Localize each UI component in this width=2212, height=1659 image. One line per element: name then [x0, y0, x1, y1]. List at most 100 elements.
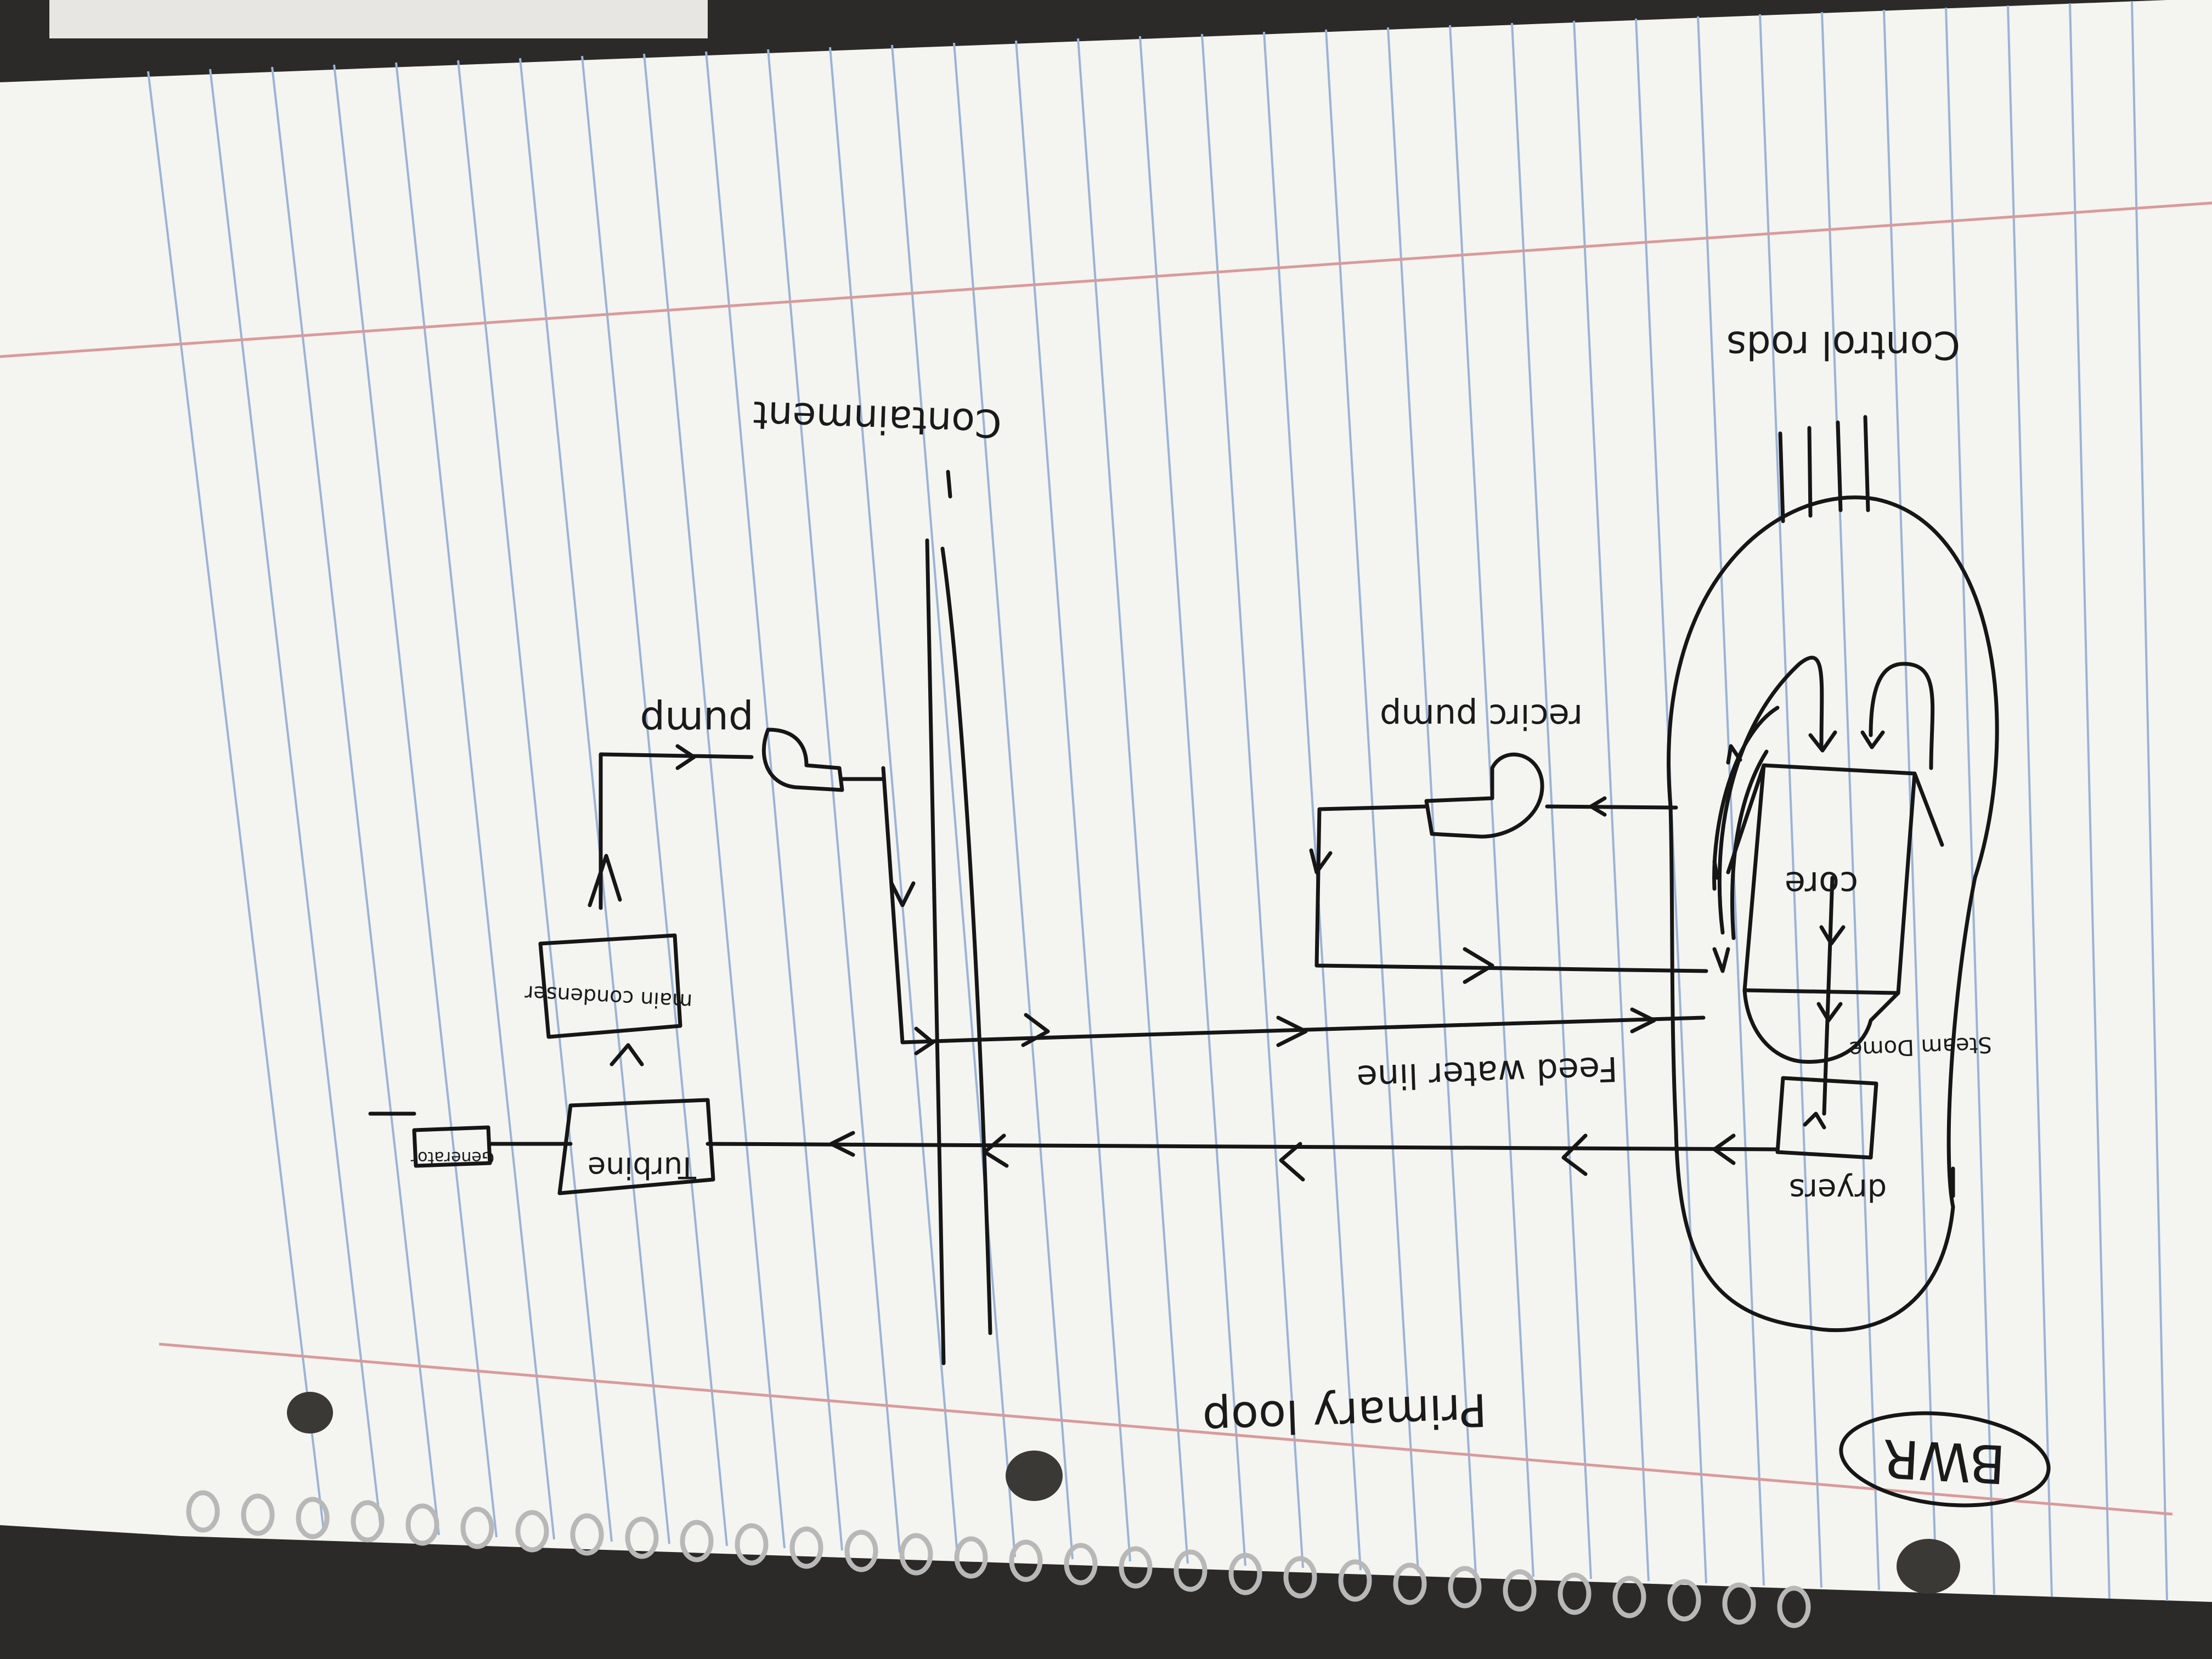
label-pump: pump: [640, 698, 753, 744]
steam-arrow-3: [1279, 1142, 1305, 1182]
control-rods-text: Control rods: [1726, 323, 1960, 368]
core-flow-arrow: [1819, 925, 1846, 946]
ruled-line: [1759, 14, 1822, 1588]
spiral-coil: [1722, 1582, 1756, 1625]
label-core: core: [1785, 864, 1858, 904]
ruled-line: [1077, 38, 1189, 1564]
spiral-coil: [844, 1530, 878, 1572]
spiral-coil: [1283, 1556, 1317, 1599]
title-badge: BWR: [1839, 1411, 2051, 1508]
condensate-line: [599, 752, 754, 910]
ruled-line: [2131, 1, 2168, 1601]
spiral-coil: [1777, 1585, 1811, 1628]
recirc-loop-arrow-1: [1309, 848, 1333, 874]
ruled-line: [1015, 40, 1131, 1562]
ruled-line: [1697, 16, 1765, 1586]
spiral-coil: [296, 1497, 330, 1539]
generator-text: Generator: [410, 1148, 494, 1167]
vessel-arrow-1: [1808, 730, 1837, 753]
condensate-arrow-1: [588, 854, 622, 907]
turbine-exhaust-arrow: [610, 1043, 644, 1066]
label-steam-dome: Steam Dome: [1848, 1031, 1992, 1062]
spiral-coil: [899, 1533, 933, 1576]
spiral-coil: [1064, 1543, 1098, 1585]
label-recirc-pump: recirc pump: [1380, 697, 1583, 737]
recirc-pump-outlet-line: [1545, 804, 1678, 810]
spiral-coil: [515, 1510, 549, 1553]
spiral-coil: [1612, 1576, 1646, 1618]
containment-tick: [946, 470, 952, 499]
recirc-flow-inner: [1730, 749, 1769, 940]
core-skirt-right: [1912, 771, 1944, 847]
reactor-vessel: [1667, 495, 1999, 1333]
recirc-loop-arrow-2: [1463, 947, 1494, 984]
ruled-line: [643, 53, 786, 1549]
label-dryers: dryers: [1789, 1172, 1887, 1207]
ruled-line: [395, 62, 555, 1540]
dryers-box: [1775, 1076, 1878, 1160]
hole: [287, 1392, 333, 1434]
feedwater-line-text: Feed water line: [1356, 1049, 1618, 1098]
turbine-box: [557, 1098, 715, 1195]
dome-flow-arrow: [1816, 1002, 1843, 1023]
ruled-lines: [147, 1, 2168, 1601]
hole: [1897, 1539, 1960, 1594]
ruled-line: [1325, 29, 1419, 1573]
core-text: core: [1785, 864, 1858, 904]
steam-arrow-1: [1712, 1133, 1736, 1165]
ruled-line: [1945, 7, 1995, 1595]
spiral-coil: [1338, 1559, 1372, 1602]
punched-holes: [287, 1392, 1960, 1594]
ruled-line: [953, 42, 1074, 1560]
dryers-text: dryers: [1789, 1172, 1887, 1207]
margin-line-top: [0, 201, 2212, 358]
spiral-coil: [1558, 1572, 1592, 1615]
fw-arrow-2: [914, 1026, 935, 1056]
primary-loop-text: Primary loop: [1201, 1383, 1487, 1445]
steam-arrow-5: [829, 1131, 855, 1157]
vessel-arrow-3: [1712, 859, 1719, 880]
spiral-coil: [954, 1536, 988, 1579]
ruled-line: [1263, 31, 1362, 1571]
ruled-line: [2069, 3, 2111, 1599]
ruled-line: [2007, 5, 2053, 1597]
fw-arrow-5: [1630, 1007, 1656, 1034]
ruled-line: [519, 58, 670, 1544]
feedwater-line: [881, 766, 1706, 1045]
spiral-coil: [1173, 1549, 1207, 1592]
recirc-loop-line: [1314, 804, 1708, 973]
vessel-arrow-2: [1860, 730, 1885, 749]
spiral-coil: [625, 1516, 659, 1559]
label-feedwater-line: Feed water line: [1356, 1049, 1618, 1098]
containment-text: Containment: [752, 392, 1002, 446]
fw-arrow-3: [1021, 1013, 1050, 1047]
spiral-coil: [680, 1520, 714, 1562]
core-vertical-line: [1822, 876, 1835, 1116]
pump-text: pump: [640, 698, 753, 744]
spiral-coil: [1228, 1553, 1262, 1595]
spiral-coil: [1009, 1539, 1043, 1582]
label-control-rods: Control rods: [1726, 323, 1960, 368]
spiral-coil: [186, 1490, 220, 1533]
spiral-coil: [460, 1506, 494, 1549]
steam-arrow-2: [1561, 1133, 1588, 1176]
recirc-flow-left: [1717, 656, 1824, 935]
vessel-arrow-4: [1726, 744, 1742, 765]
ruled-line: [1139, 36, 1246, 1566]
spiral-coil: [1503, 1569, 1537, 1612]
spiral-coil: [735, 1523, 769, 1566]
ruled-line: [705, 51, 843, 1551]
ruled-line: [1449, 25, 1534, 1577]
spiral-coil: [351, 1500, 385, 1543]
fw-arrow-6: [1712, 947, 1730, 973]
recirc-flow-right: [1869, 662, 1935, 770]
ruled-line: [891, 44, 1016, 1558]
containment-wall-outer: [940, 546, 992, 1335]
ruled-line: [209, 69, 382, 1533]
spiral-coil: [241, 1493, 275, 1536]
steam-dome-text: Steam Dome: [1848, 1031, 1992, 1062]
spiral-coil: [405, 1503, 439, 1546]
label-turbine: Turbine: [588, 1150, 697, 1185]
generator-box: [412, 1125, 492, 1168]
